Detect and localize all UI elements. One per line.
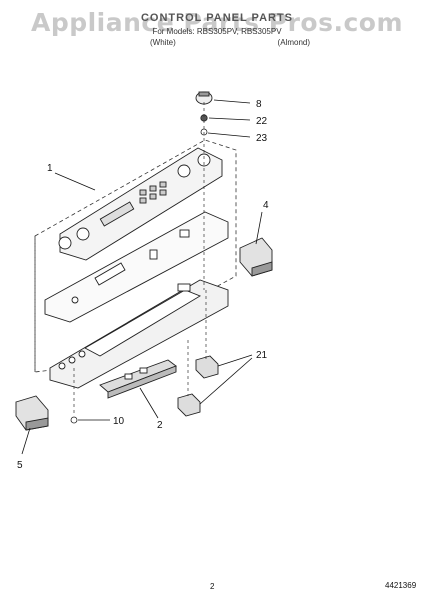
- alignment-lines: [73, 102, 207, 416]
- page-number: 2: [210, 582, 215, 591]
- color-labels: (White) (Almond): [150, 38, 310, 47]
- callout-22: 22: [256, 116, 268, 127]
- callout-2: 2: [157, 420, 163, 431]
- watermark: Appliance Parts Pros.com: [30, 8, 404, 37]
- leader-lines: [21, 99, 263, 455]
- callout-21: 21: [256, 350, 268, 361]
- part-21-clips: [177, 355, 219, 417]
- diagram-title: CONTROL PANEL PARTS: [140, 12, 294, 24]
- part-1-control-panel-overlay: [58, 147, 223, 261]
- document-code: 4421369: [385, 581, 417, 590]
- callout-1: 1: [47, 163, 53, 174]
- part-2-bracket: [99, 359, 177, 399]
- color-white-label: (White): [150, 38, 176, 47]
- callout-8: 8: [256, 99, 262, 110]
- diagram-subtitle: For Models: RBS305PV, RBS305PV: [152, 27, 282, 36]
- part-8-knob: [195, 91, 213, 105]
- part-10-screw: [70, 416, 78, 424]
- callout-5: 5: [17, 460, 23, 471]
- lower-control-panel: [49, 279, 229, 389]
- callout-23: 23: [256, 133, 268, 144]
- part-5-end-cap: [15, 395, 49, 431]
- part-4-end-cap: [239, 237, 273, 277]
- callout-4: 4: [263, 200, 269, 211]
- color-almond-label: (Almond): [277, 38, 310, 47]
- callout-10: 10: [113, 416, 125, 427]
- middle-panel-sheet: [44, 211, 229, 323]
- dashed-assembly-outline: [34, 139, 237, 373]
